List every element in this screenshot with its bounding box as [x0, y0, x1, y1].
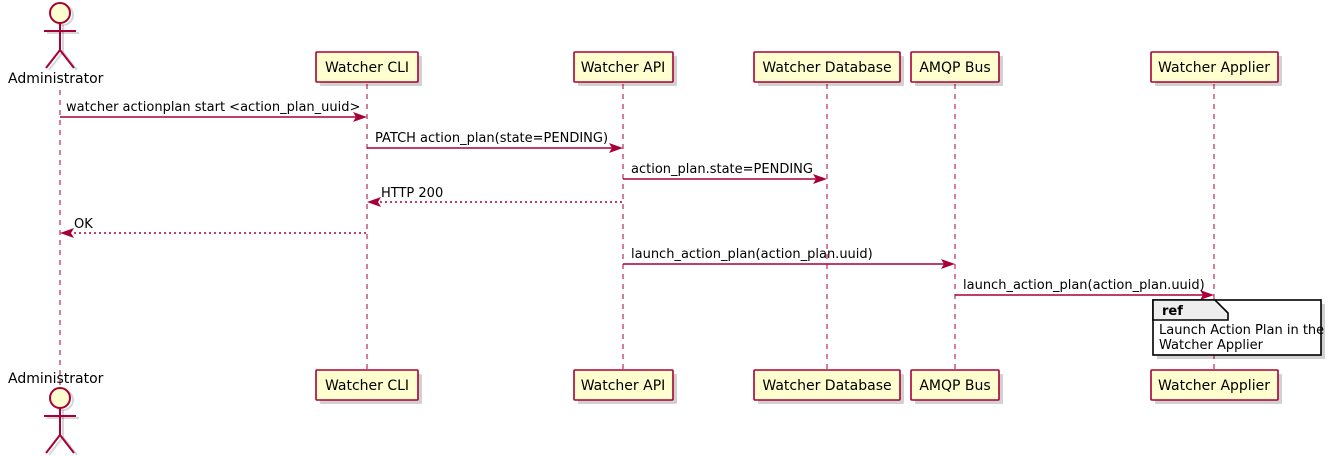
participant-box-rect: [753, 51, 901, 83]
participant-box-rect: [1150, 51, 1279, 83]
participant-box-rect: [315, 51, 419, 83]
ref-fragment-keyword: ref: [1162, 304, 1183, 319]
participant-box-amqp-bus-bottom[interactable]: AMQP Bus: [910, 369, 1003, 404]
actor-leg-left-icon: [45, 49, 61, 69]
actor-shadow-top: [47, 4, 79, 71]
arrow-head-right-icon: [813, 174, 827, 184]
message-label-3: action_plan.state=PENDING: [631, 162, 813, 177]
arrow-head-left-icon: [367, 197, 381, 207]
ref-fragment-line-2: Watcher Applier: [1159, 338, 1264, 353]
message-3-action-plan-state-pending[interactable]: action_plan.state=PENDING: [623, 162, 827, 184]
message-label-2: PATCH action_plan(state=PENDING): [375, 131, 608, 146]
participant-box-watcher-api-bottom[interactable]: Watcher API: [573, 369, 677, 404]
arrow-head-right-icon: [609, 143, 623, 153]
actor-leg-right-icon: [59, 49, 75, 69]
participant-box-rect: [753, 369, 901, 401]
participant-label-amqp-bus-top: AMQP Bus: [919, 60, 990, 76]
ref-fragment[interactable]: ref Launch Action Plan in the Watcher Ap…: [1152, 299, 1325, 359]
participant-label-watcher-database-top: Watcher Database: [762, 60, 891, 76]
participant-label-watcher-cli-top: Watcher CLI: [325, 60, 409, 76]
message-label-6: launch_action_plan(action_plan.uuid): [631, 247, 873, 262]
message-7-launch-action-plan-bus-to-applier[interactable]: launch_action_plan(action_plan.uuid): [955, 278, 1214, 300]
arrow-head-right-icon: [941, 259, 955, 269]
participant-box-watcher-api-top[interactable]: Watcher API: [573, 51, 677, 86]
message-5-ok[interactable]: OK: [60, 217, 366, 238]
participant-box-watcher-database-top[interactable]: Watcher Database: [753, 51, 904, 86]
participant-box-rect: [910, 369, 1000, 401]
message-label-5: OK: [74, 217, 93, 232]
lifelines-group: [59, 84, 1215, 390]
participant-label-watcher-applier-bottom: Watcher Applier: [1158, 378, 1270, 394]
ref-fragment-tab: [1152, 299, 1229, 321]
participant-box-rect: [573, 369, 674, 401]
actor-administrator-top[interactable]: Administrator: [8, 2, 104, 87]
participant-box-watcher-applier-bottom[interactable]: Watcher Applier: [1150, 369, 1282, 404]
participant-box-watcher-applier-top[interactable]: Watcher Applier: [1150, 51, 1282, 86]
arrow-head-right-icon: [1200, 290, 1214, 300]
actor-head-icon: [49, 2, 71, 24]
ref-fragment-line-1: Launch Action Plan in the: [1159, 323, 1324, 338]
actor-leg-right-icon-bottom: [59, 434, 75, 454]
message-label-4: HTTP 200: [381, 186, 443, 201]
message-label-7: launch_action_plan(action_plan.uuid): [963, 278, 1205, 293]
arrow-head-left-icon: [60, 228, 74, 238]
participant-box-rect: [1150, 369, 1279, 401]
actor-leg-left-icon-bottom: [45, 434, 61, 454]
participant-label-amqp-bus-bottom: AMQP Bus: [919, 378, 990, 394]
actor-administrator-bottom[interactable]: Administrator: [8, 371, 104, 456]
actor-label-administrator-bottom: Administrator: [8, 371, 104, 387]
participant-box-watcher-cli-bottom[interactable]: Watcher CLI: [315, 369, 422, 404]
participant-box-rect: [573, 51, 674, 83]
participant-box-amqp-bus-top[interactable]: AMQP Bus: [910, 51, 1003, 86]
message-label-1: watcher actionplan start <action_plan_uu…: [66, 100, 360, 115]
participant-label-watcher-database-bottom: Watcher Database: [762, 378, 891, 394]
participant-label-watcher-applier-top: Watcher Applier: [1158, 60, 1270, 76]
message-4-http-200[interactable]: HTTP 200: [367, 186, 622, 207]
participant-label-watcher-cli-bottom: Watcher CLI: [325, 378, 409, 394]
message-1-watcher-actionplan-start[interactable]: watcher actionplan start <action_plan_uu…: [60, 100, 367, 122]
arrow-head-right-icon: [353, 112, 367, 122]
message-6-launch-action-plan-api-to-bus[interactable]: launch_action_plan(action_plan.uuid): [623, 247, 955, 269]
participant-box-rect: [315, 369, 419, 401]
actor-head-icon-bottom: [49, 387, 71, 409]
actor-label-administrator-top: Administrator: [8, 71, 104, 87]
participant-label-watcher-api-bottom: Watcher API: [581, 378, 666, 394]
participant-box-watcher-database-bottom[interactable]: Watcher Database: [753, 369, 904, 404]
participant-box-rect: [910, 51, 1000, 83]
participant-box-watcher-cli-top[interactable]: Watcher CLI: [315, 51, 422, 86]
message-2-patch-action-plan[interactable]: PATCH action_plan(state=PENDING): [367, 131, 623, 153]
participant-label-watcher-api-top: Watcher API: [581, 60, 666, 76]
